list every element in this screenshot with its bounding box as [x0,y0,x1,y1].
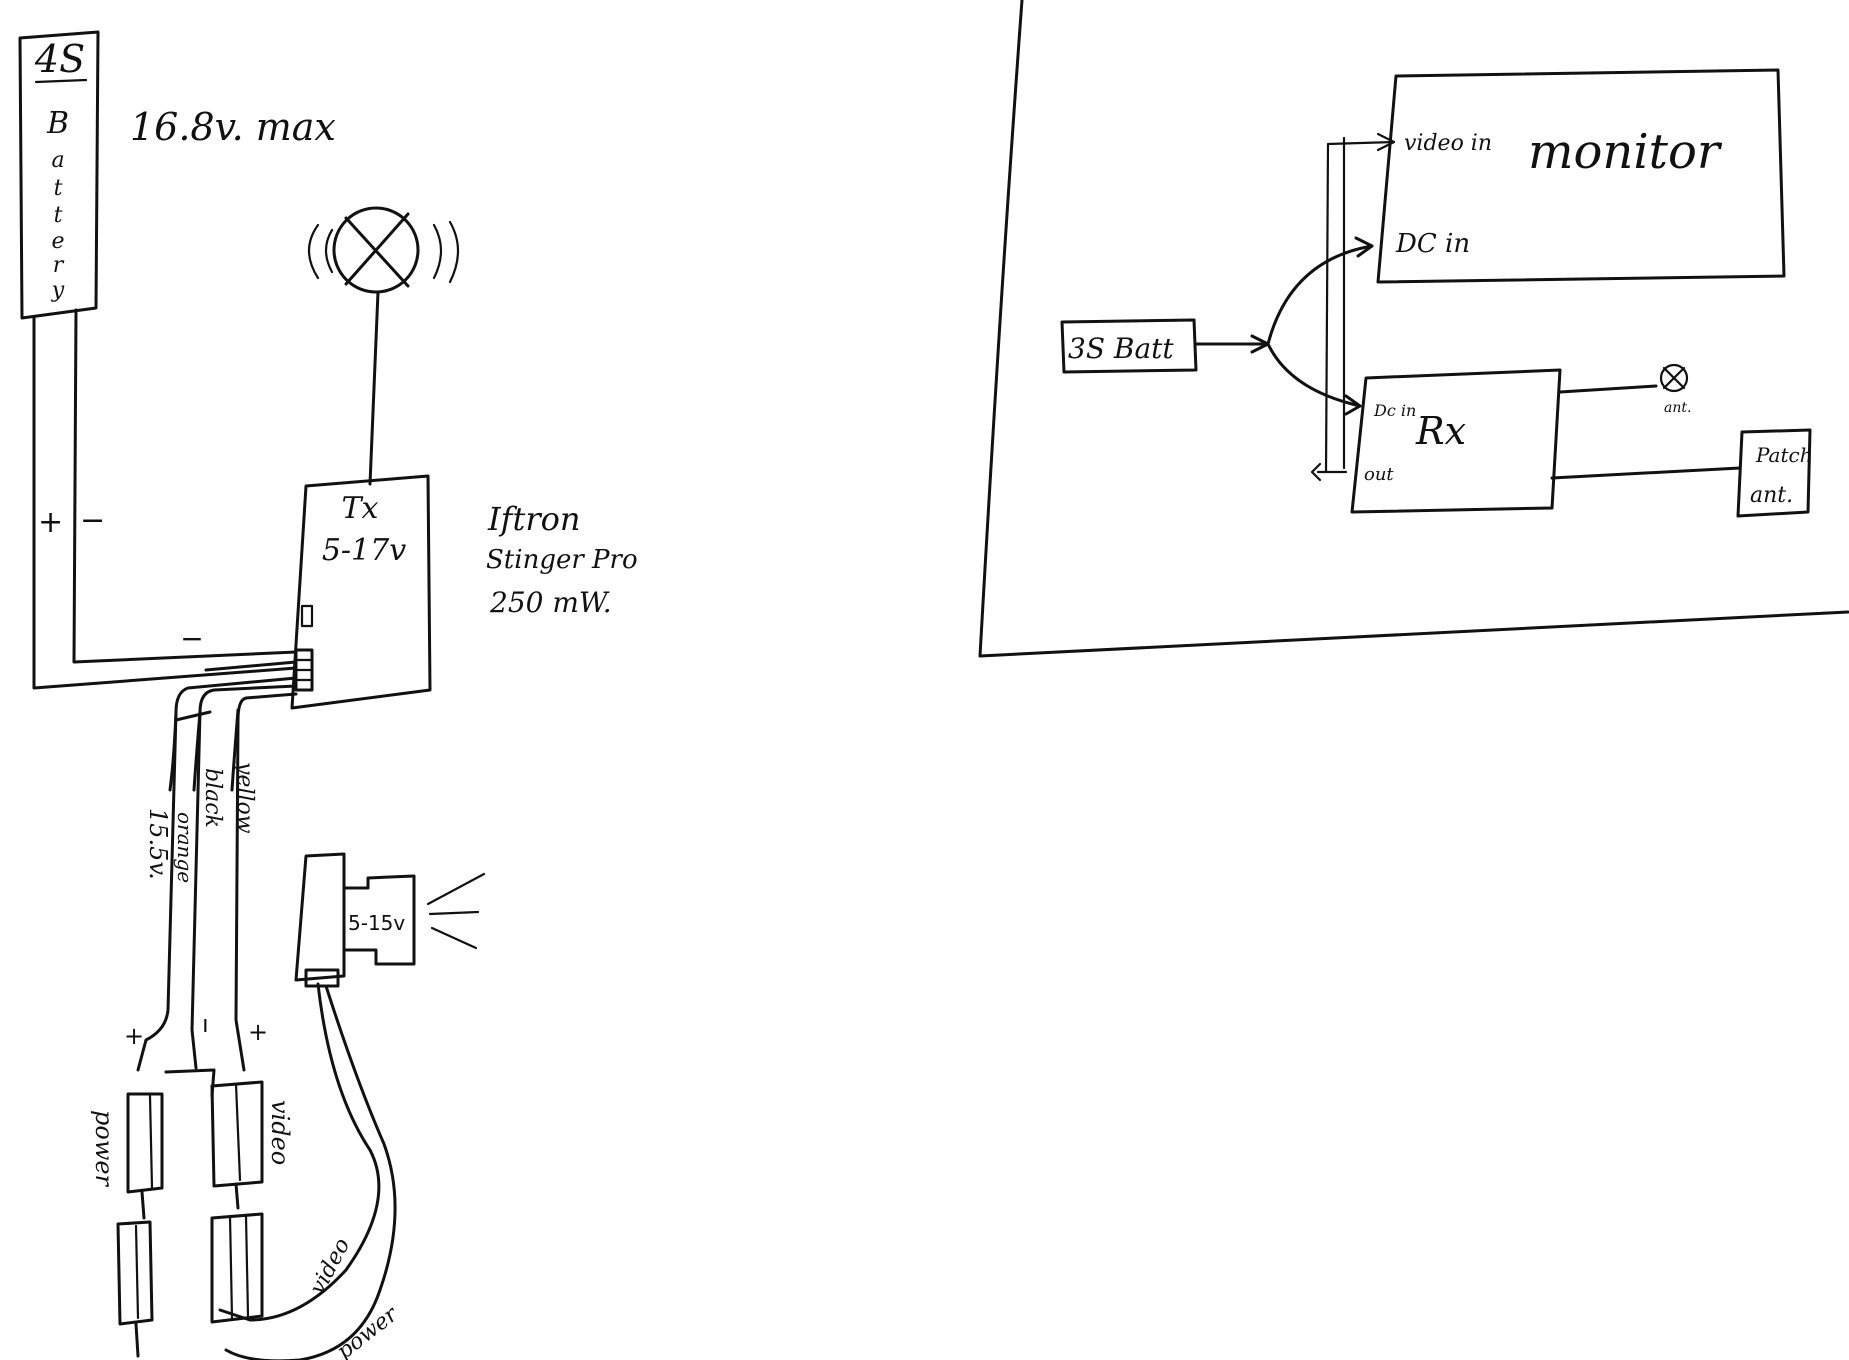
patch-antenna: Patch ant. [1550,428,1813,518]
camera: 5-15v [294,852,486,988]
tx-title: Tx [342,491,379,526]
tx-voltage: 5-17v [322,533,406,568]
battery-letter-a: a [51,148,64,173]
patch-antenna-label-2: ant. [1750,483,1793,508]
video-link [1310,132,1396,482]
rx-dc-in: Dc in [1373,401,1416,420]
battery-minus-mark: − [80,503,105,538]
wire-label-orange: orange [173,812,197,883]
battery-leads: + − [32,308,298,690]
camera-cable-power-label: power [332,1301,403,1360]
tx-brand: Iftron [487,500,581,538]
rx-out: out [1364,464,1394,485]
monitor-title: monitor [1528,124,1723,180]
patch-antenna-label-1: Patch [1755,443,1813,467]
wire-label-yellow: yellow [232,761,257,834]
camera-voltage: 5-15v [348,911,405,935]
rx-antenna-label: ant. [1664,400,1691,416]
connector-ground-mark: ı [202,1010,209,1038]
power-connector: power [90,1068,216,1358]
video-connector-label: video [266,1100,294,1165]
tx-model: Stinger Pro [486,545,638,575]
connector-plus-left: + [124,1022,144,1050]
tx-module: Tx 5-17v − [180,474,432,710]
monitor-dc-in: DC in [1395,229,1470,259]
wire-label-red: 15.5v. [144,808,172,880]
rx-module: Rx Dc in out [1350,368,1562,514]
power-split [1194,236,1374,416]
battery-letter-r: r [53,253,65,278]
battery-letter-t2: t [54,203,63,228]
monitor-video-in: video in [1404,131,1492,156]
wire-label-black: black [200,768,225,828]
wire-harness: 15.5v. orange black yellow + ı + [124,660,298,1072]
tx-antenna [307,206,460,486]
receiver-panel-border [978,0,1849,658]
battery-3s-label: 3S Batt [1068,332,1174,365]
battery-letter-y: y [51,278,65,303]
battery-letter-b: B [46,106,69,141]
tx-power: 250 mW. [489,586,612,619]
rx-omni-antenna: ant. [1558,363,1691,416]
battery-3s: 3S Batt [1060,318,1198,374]
battery-max-voltage: 16.8v. max [130,105,336,149]
battery-plus-mark: + [38,505,63,540]
video-connector: video [210,1080,294,1324]
battery-cells-label: 4S [34,37,85,81]
battery-letter-e: e [51,229,64,254]
monitor: monitor video in DC in [1376,68,1786,284]
power-connector-label: power [90,1110,118,1188]
rx-title: Rx [1415,409,1466,453]
battery-4s: 4S B a t t e r y [18,30,100,320]
battery-letter-t1: t [54,176,63,201]
tx-minus-mark: − [180,622,203,655]
connector-plus-right: + [248,1018,268,1046]
